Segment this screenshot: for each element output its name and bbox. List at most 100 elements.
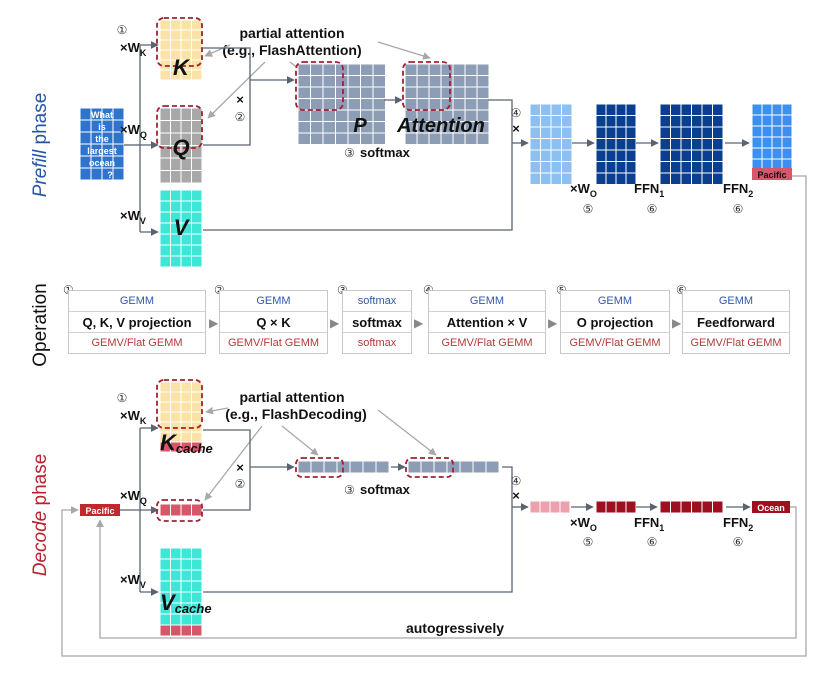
o-proj-cell bbox=[595, 126, 607, 139]
op-name: Attention × V bbox=[446, 315, 528, 330]
kcache-cell bbox=[180, 391, 192, 403]
k-cell bbox=[159, 19, 171, 31]
autoregressive-loop bbox=[96, 506, 797, 639]
v-cell bbox=[191, 244, 203, 257]
attn-output-cell bbox=[561, 161, 573, 174]
p-cell bbox=[372, 75, 386, 88]
prefill-label-word: phase bbox=[30, 93, 51, 150]
op-arrow: ▶ bbox=[548, 316, 558, 330]
ffn1-cell bbox=[712, 126, 724, 139]
k-cell bbox=[170, 39, 182, 51]
kcache-cell bbox=[159, 391, 171, 403]
decode-qk-connectors bbox=[203, 429, 295, 511]
ffn1-cell bbox=[701, 138, 713, 151]
kcache-cell bbox=[191, 401, 203, 413]
q-cell bbox=[191, 157, 203, 171]
wv-sub: V bbox=[140, 216, 146, 226]
p-cell bbox=[322, 121, 336, 134]
v-cell bbox=[191, 255, 203, 268]
decode-attention-vector bbox=[407, 460, 500, 474]
ffn1-cell bbox=[659, 115, 671, 128]
p-decode-cell bbox=[349, 460, 364, 474]
q-cell bbox=[170, 120, 182, 134]
attention-cell bbox=[476, 63, 490, 76]
prefill-to-decode-loop bbox=[61, 175, 807, 657]
prefill-phase-label: Prefill phase bbox=[30, 93, 51, 198]
ffn1-cell bbox=[659, 103, 671, 116]
k-cell bbox=[180, 19, 192, 31]
op-arrow: ▶ bbox=[330, 316, 340, 330]
o-proj-cell bbox=[605, 126, 617, 139]
prefill-av-times: × bbox=[512, 121, 520, 136]
q-decode-cell bbox=[180, 503, 192, 517]
attn-output-cell bbox=[529, 115, 541, 128]
wq-sub: Q bbox=[140, 130, 147, 140]
prefill-step1-marker: ① bbox=[117, 23, 128, 37]
q-cell bbox=[191, 120, 203, 134]
o-proj-cell bbox=[605, 172, 617, 185]
ffn2-cell bbox=[771, 147, 783, 160]
attention-cell bbox=[416, 98, 430, 111]
o-proj-cell bbox=[605, 115, 617, 128]
d-ffn2-text: FFN bbox=[723, 515, 748, 530]
prefill-qk-connectors bbox=[203, 47, 295, 146]
o-proj-cell bbox=[605, 138, 617, 151]
op-name: O projection bbox=[576, 315, 654, 330]
q-decode-cell bbox=[191, 503, 203, 517]
prefill-attention-label: Attention bbox=[396, 115, 485, 137]
p-decode-cell bbox=[323, 460, 338, 474]
prefill-input-tokens bbox=[79, 107, 125, 181]
input-token-cell bbox=[79, 119, 92, 133]
attn-output-cell bbox=[529, 138, 541, 151]
op-name: Q × K bbox=[256, 315, 291, 330]
op-qk: GEMM Q × K GEMV/Flat GEMM bbox=[219, 290, 328, 354]
attention-cell bbox=[440, 86, 454, 99]
attn-output-cell bbox=[529, 103, 541, 116]
ffn1-cell bbox=[701, 126, 713, 139]
ffn1-cell bbox=[659, 161, 671, 174]
prefill-output-text: Pacific bbox=[757, 170, 786, 180]
decode-oproj-cell bbox=[615, 500, 627, 514]
attn-output-cell bbox=[540, 161, 552, 174]
o-proj-cell bbox=[605, 161, 617, 174]
kcache-cell bbox=[191, 411, 203, 423]
attn-output-cell bbox=[550, 115, 562, 128]
prefill-partial-attention: partial attention bbox=[239, 25, 344, 41]
ffn2-cell bbox=[761, 114, 773, 127]
kcache-cell bbox=[191, 381, 203, 393]
prefill-ffn2-output bbox=[751, 103, 793, 171]
v-cell bbox=[159, 244, 171, 257]
attention-cell bbox=[428, 63, 442, 76]
decode-o-projection bbox=[595, 500, 637, 514]
p-cell bbox=[322, 63, 336, 76]
o-proj-cell bbox=[595, 115, 607, 128]
vcache-cell bbox=[180, 569, 192, 582]
k-cell bbox=[170, 19, 182, 31]
v-cell bbox=[191, 233, 203, 246]
prefill-step4-marker: ④ bbox=[511, 106, 522, 120]
vcache-cell bbox=[180, 547, 192, 560]
attn-output-cell bbox=[550, 103, 562, 116]
decode-vcache-matrix bbox=[159, 547, 203, 637]
decode-wv-label: ×WV bbox=[120, 572, 146, 590]
attention-cell bbox=[464, 63, 478, 76]
decode-attn-output bbox=[529, 500, 571, 514]
attention-cell bbox=[452, 86, 466, 99]
ffn2-cell bbox=[761, 147, 773, 160]
decode-step6-marker-b: ⑥ bbox=[733, 535, 744, 549]
attn-output-cell bbox=[529, 161, 541, 174]
o-proj-cell bbox=[625, 138, 637, 151]
kcache-cell bbox=[180, 411, 192, 423]
decode-kcache-label: Kcache bbox=[160, 430, 213, 456]
prefill-wo-label: ×WO bbox=[570, 181, 597, 199]
p-cell bbox=[322, 132, 336, 145]
prefill-label-italic: Prefill bbox=[30, 149, 51, 197]
kcache-sub: cache bbox=[176, 441, 213, 456]
o-proj-cell bbox=[595, 161, 607, 174]
prefill-step6-marker-b: ⑥ bbox=[733, 202, 744, 216]
prefill-flashattention: (e.g., FlashAttention) bbox=[222, 42, 361, 58]
kcache-cell bbox=[159, 401, 171, 413]
op-decode-kernel: softmax bbox=[343, 332, 411, 353]
decode-av-connectors bbox=[203, 466, 529, 593]
